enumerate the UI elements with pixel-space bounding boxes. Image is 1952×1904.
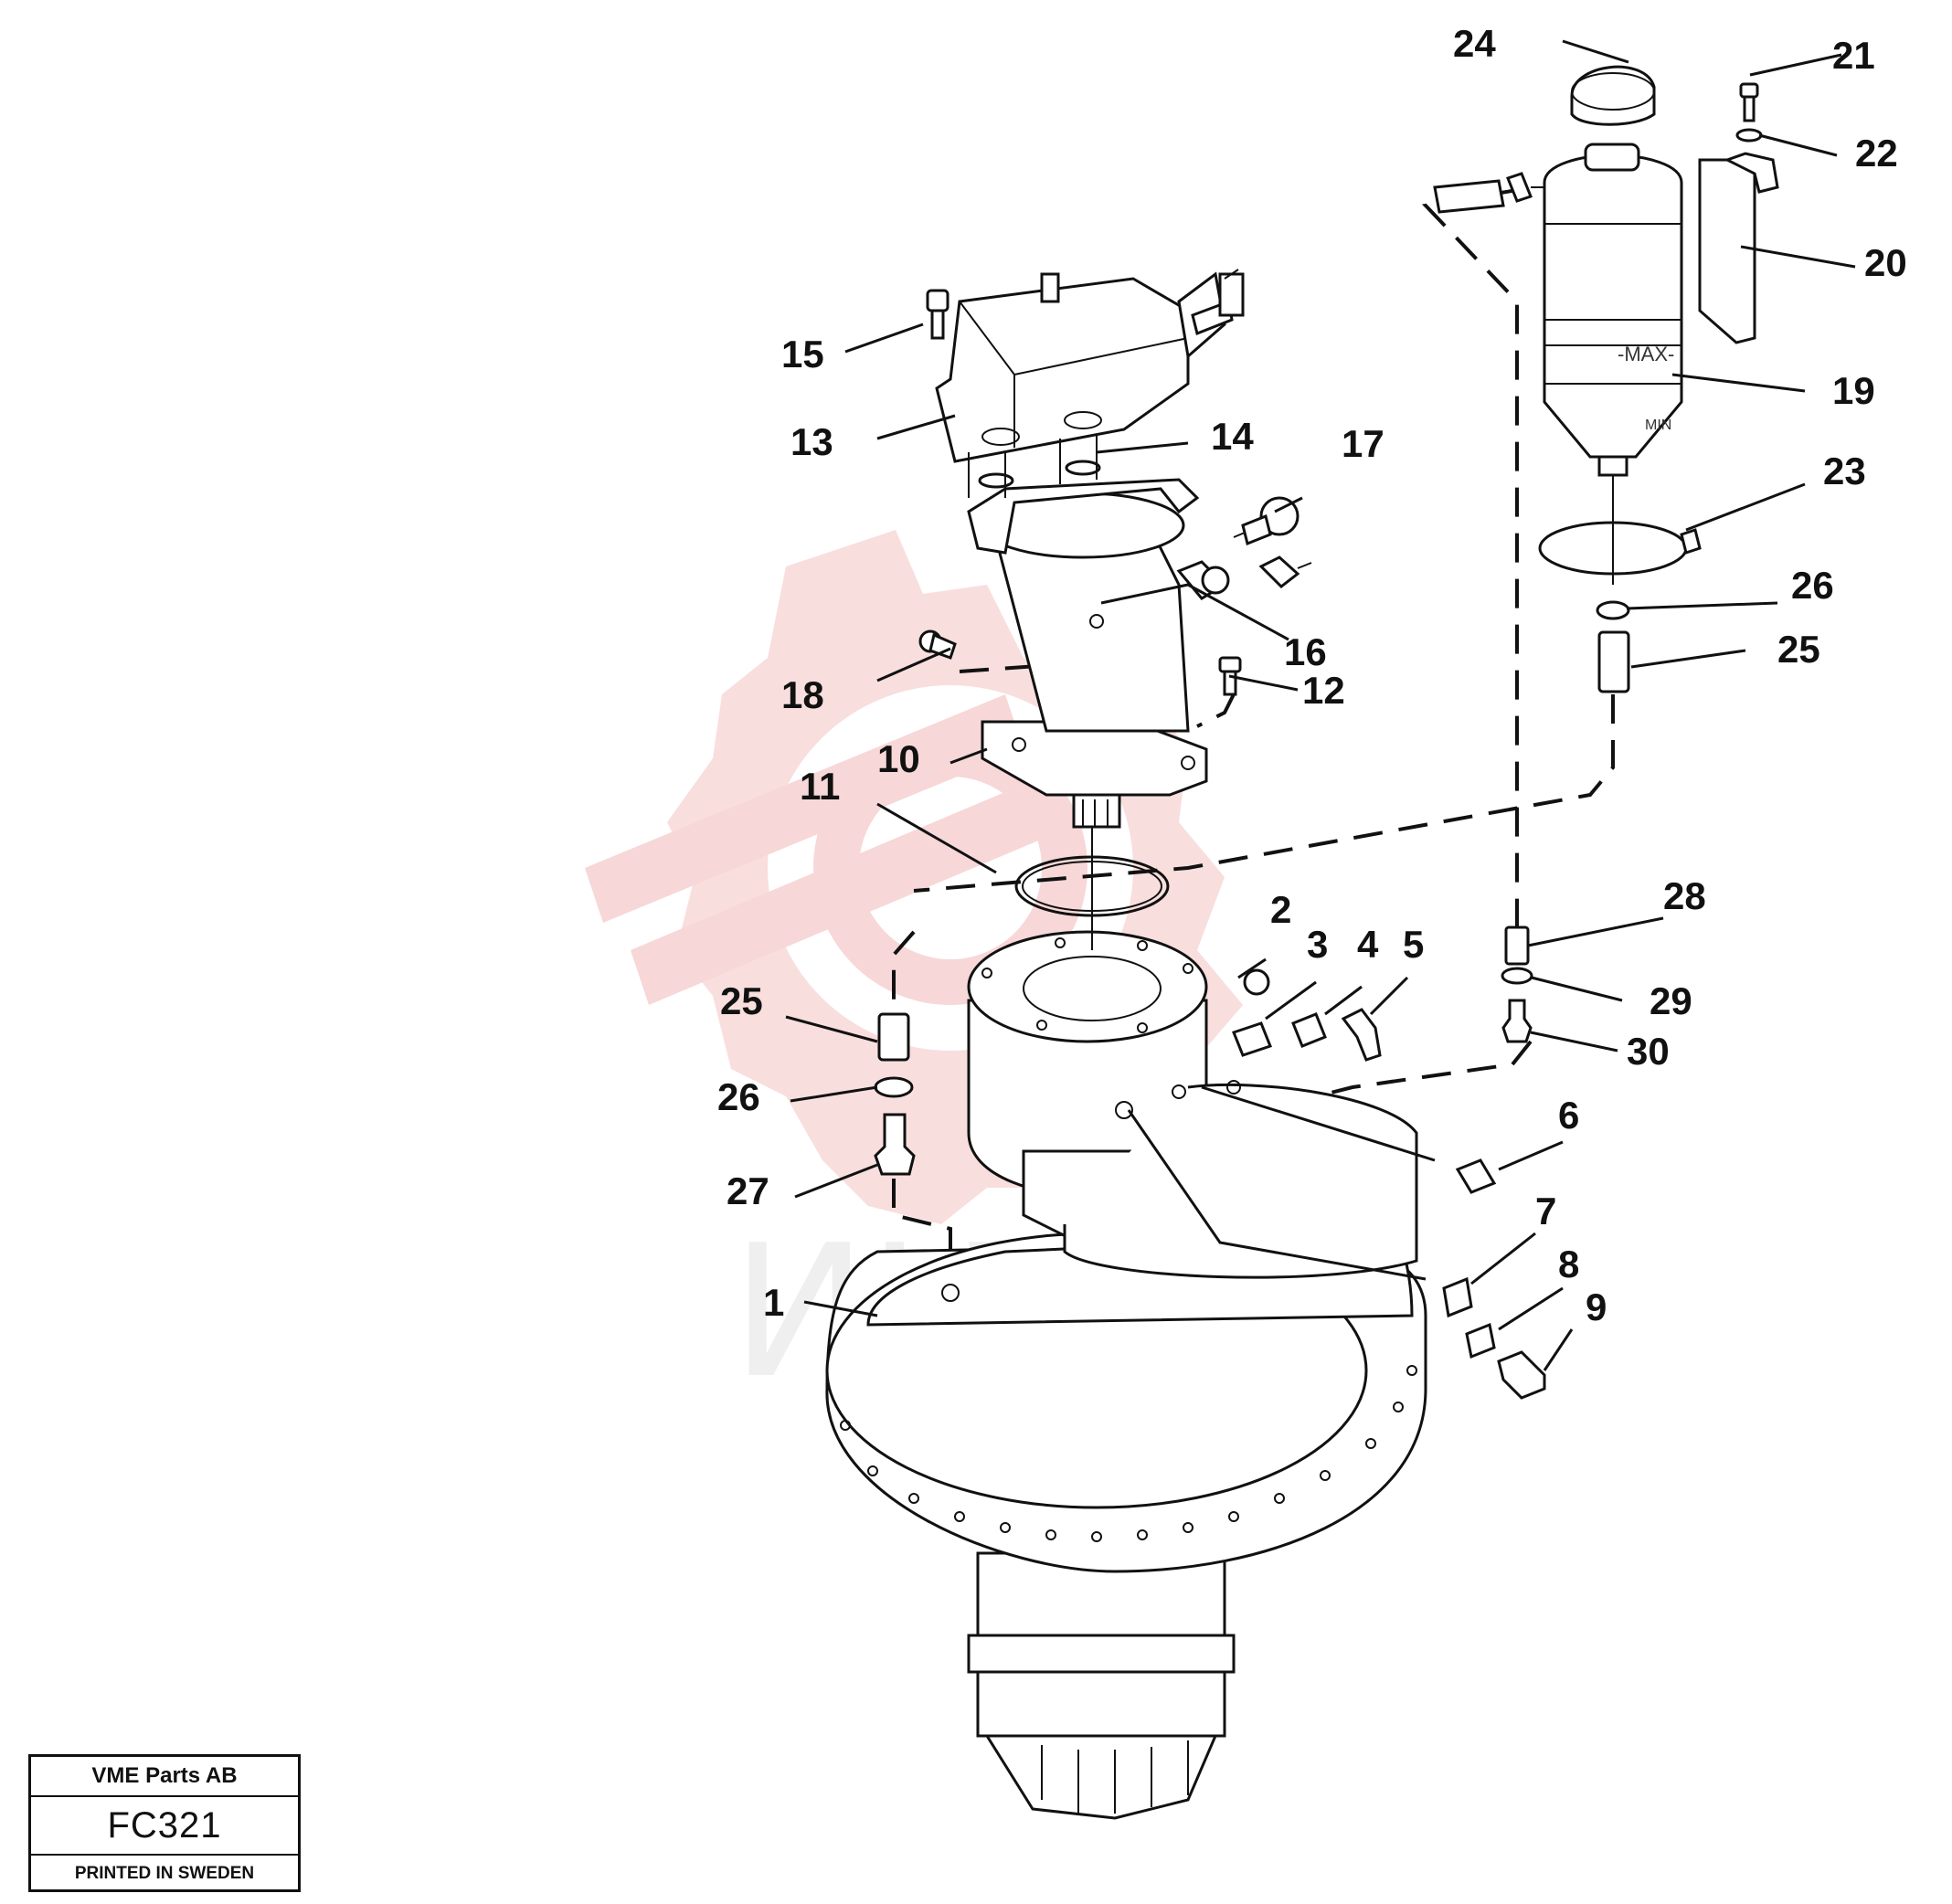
motor-housing (967, 930, 1418, 1279)
hose-line-left-upper (892, 930, 916, 1042)
callout-11: 11 (800, 765, 840, 808)
fitting-16 (1176, 555, 1312, 600)
callout-23: 23 (1823, 450, 1866, 492)
clamp-26-right (1596, 600, 1630, 620)
callout-25-left: 25 (720, 979, 763, 1022)
tank-bracket (1698, 152, 1779, 344)
tank-band-clamp (1538, 521, 1702, 576)
callout-2: 2 (1270, 888, 1291, 931)
fitting-4 (1291, 1012, 1327, 1048)
hydraulic-motor (967, 478, 1208, 950)
plug-2 (1243, 968, 1270, 996)
bracket-screw (1739, 82, 1759, 122)
fitting-3 (1232, 1021, 1272, 1057)
callout-15: 15 (781, 333, 824, 376)
fitting-17 (1233, 496, 1300, 546)
callout-22: 22 (1855, 132, 1898, 175)
plug-18 (918, 629, 957, 660)
callout-24: 24 (1453, 22, 1496, 65)
callouts: 1 2 3 4 5 6 7 8 9 10 11 12 13 14 15 16 1… (717, 22, 1907, 1328)
callout-19: 19 (1832, 369, 1875, 412)
hose-line-left-lower (892, 1179, 952, 1288)
swing-gearbox (825, 1232, 1427, 1820)
callout-8: 8 (1558, 1243, 1579, 1285)
callout-5: 5 (1403, 923, 1424, 966)
hose-line-tank-to-motor (913, 694, 1615, 893)
title-block: VME Parts AB FC321 PRINTED IN SWEDEN (28, 1754, 301, 1892)
valve-seals (978, 460, 1101, 489)
callout-4: 4 (1357, 923, 1379, 966)
fittings-2-5 (1232, 968, 1382, 1062)
right-fittings (1501, 926, 1533, 1043)
clamp-26-left (874, 1076, 914, 1098)
left-fittings (874, 1012, 916, 1176)
callout-21: 21 (1832, 34, 1875, 77)
callout-12: 12 (1302, 669, 1345, 712)
hose-28 (1504, 926, 1530, 966)
hose-25-right (1597, 630, 1630, 693)
tank-max-mark: -MAX- (1618, 343, 1674, 365)
callout-25-right: 25 (1777, 628, 1820, 671)
title-block-company: VME Parts AB (31, 1757, 298, 1797)
hose-line-12 (1196, 693, 1236, 728)
callout-17: 17 (1342, 422, 1384, 465)
fitting-7 (1442, 1276, 1473, 1318)
callout-14: 14 (1211, 415, 1254, 458)
callout-7: 7 (1535, 1190, 1556, 1232)
callout-20: 20 (1864, 241, 1907, 284)
callout-30: 30 (1627, 1030, 1670, 1073)
callout-10: 10 (877, 737, 920, 780)
callout-28: 28 (1663, 874, 1706, 917)
oil-tank: -MAX- MIN (1433, 143, 1683, 585)
callout-3: 3 (1307, 923, 1328, 966)
callout-9: 9 (1586, 1285, 1607, 1328)
callout-29: 29 (1650, 979, 1692, 1022)
fitting-8 (1465, 1322, 1496, 1359)
callout-1: 1 (763, 1281, 784, 1324)
fitting-6 (1455, 1158, 1497, 1194)
callout-16: 16 (1284, 630, 1327, 673)
screw-12 (1218, 656, 1242, 696)
fittings-6-9 (1442, 1158, 1546, 1400)
title-block-code: FC321 (31, 1797, 298, 1856)
callout-13: 13 (790, 420, 833, 463)
elbow-9 (1497, 1350, 1546, 1400)
valve-block (935, 269, 1245, 498)
elbow-5 (1341, 1008, 1382, 1062)
clamp-29 (1501, 967, 1533, 985)
hose-25-left (877, 1012, 910, 1062)
callout-27: 27 (727, 1169, 769, 1212)
valve-screw (926, 289, 949, 340)
nipple-27 (874, 1113, 916, 1176)
tank-cap (1570, 65, 1656, 126)
callout-6: 6 (1558, 1094, 1579, 1137)
bracket-washer (1735, 128, 1763, 143)
tank-min-mark: MIN (1645, 418, 1671, 433)
callout-18: 18 (781, 673, 824, 716)
callout-26-right: 26 (1791, 564, 1834, 607)
callout-26-left: 26 (717, 1075, 760, 1118)
leader-lines (785, 39, 1856, 1371)
title-block-printed: PRINTED IN SWEDEN (74, 1864, 255, 1883)
nipple-30 (1501, 999, 1533, 1043)
